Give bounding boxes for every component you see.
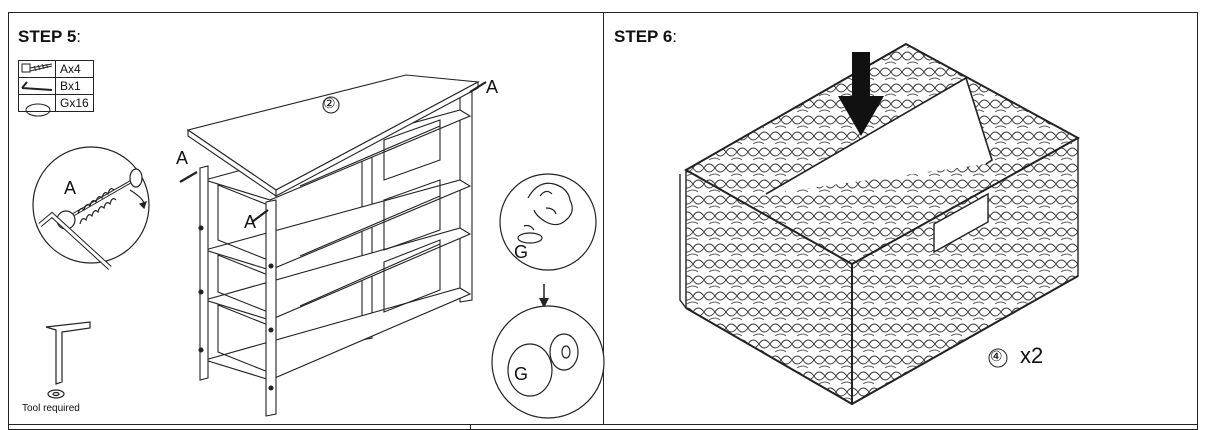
step6-label: STEP 6	[614, 27, 673, 46]
next-row-divider	[470, 424, 471, 430]
callout-a-left: A	[176, 148, 189, 168]
panel-number: ②	[323, 95, 336, 111]
step5-title: STEP 5:	[18, 27, 81, 47]
bottom-divider	[8, 424, 1198, 425]
step5-colon: :	[76, 27, 82, 46]
screw-cell	[18, 60, 56, 78]
callout-a-zoom: A	[64, 178, 77, 198]
callout-g-top: G	[514, 242, 529, 262]
step-divider	[603, 12, 604, 424]
woven-basket	[679, 42, 1081, 406]
basket-number-circle	[988, 348, 1008, 368]
parts-qty-a: Ax4	[55, 60, 94, 78]
parts-list: Ax4 Bx1 Gx16	[18, 60, 94, 112]
parts-row: Gx16	[18, 94, 94, 112]
parts-row: Ax4	[18, 60, 94, 78]
callout-a-mid: A	[244, 212, 257, 232]
washer-cell	[18, 94, 56, 112]
bookshelf-frame	[179, 74, 487, 417]
parts-qty-g: Gx16	[55, 94, 94, 112]
callout-g-bottom: G	[514, 364, 529, 384]
washer-detail-bottom	[491, 305, 605, 419]
washer-detail-top	[499, 173, 597, 271]
press-down-arrow-icon	[838, 52, 884, 136]
step6-colon: :	[672, 27, 678, 46]
tool-required-icon	[45, 321, 91, 399]
allen-key-cell	[18, 77, 56, 95]
step5-label: STEP 5	[18, 27, 77, 46]
step6-title: STEP 6:	[614, 27, 677, 47]
screw-detail-circle	[32, 146, 150, 270]
callout-a-right: A	[486, 77, 499, 97]
parts-row: Bx1	[18, 77, 94, 95]
parts-qty-b: Bx1	[55, 77, 94, 95]
tool-required-label: Tool required	[22, 403, 80, 414]
basket-quantity: x2	[1020, 343, 1044, 368]
basket-number: ④	[990, 348, 1003, 364]
arrow-head-icon	[539, 298, 549, 308]
